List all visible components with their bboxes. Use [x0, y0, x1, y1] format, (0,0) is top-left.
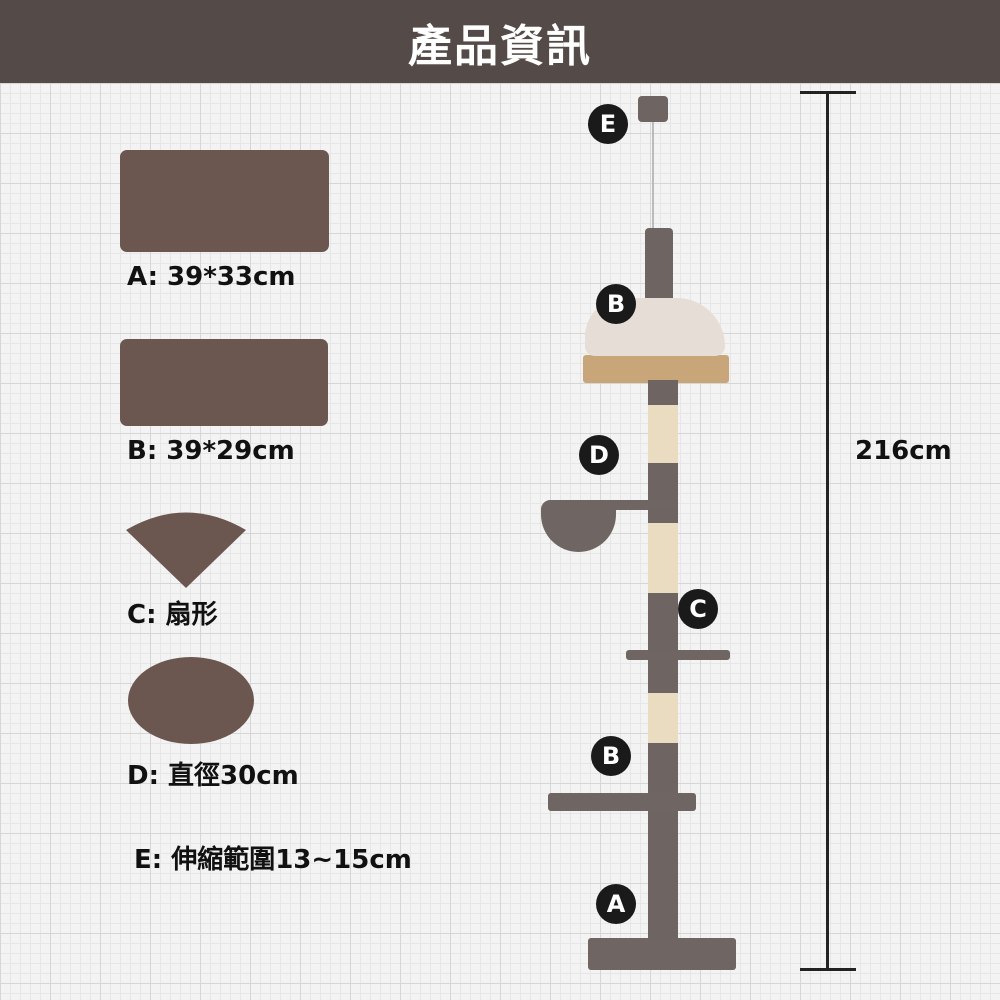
sisal-segment — [648, 405, 678, 463]
part-b-label: B: 39*29cm — [127, 436, 295, 466]
height-label: 216cm — [855, 436, 952, 466]
badge-b-top: B — [596, 284, 636, 324]
basket-arm — [600, 500, 677, 510]
base-a — [588, 938, 736, 970]
page-title: 產品資訊 — [408, 20, 592, 72]
badge-c: C — [678, 589, 718, 629]
badge-b-lower: B — [591, 736, 631, 776]
badge-a: A — [596, 884, 636, 924]
part-c-label: C: 扇形 — [127, 600, 218, 630]
part-a-label: A: 39*33cm — [127, 262, 296, 292]
top-cap — [638, 96, 668, 122]
part-e-label: E: 伸縮範圍13~15cm — [134, 845, 412, 875]
platform-b-top — [583, 355, 729, 383]
sisal-segment — [648, 523, 678, 593]
sisal-segment — [648, 693, 678, 743]
platform-b-lower — [548, 793, 696, 811]
header-bar: 產品資訊 — [0, 0, 1000, 83]
post-segment — [648, 593, 678, 693]
part-b-shape — [120, 339, 328, 426]
dimension-cap-bottom — [800, 968, 856, 971]
platform-c — [626, 650, 730, 660]
badge-d: D — [579, 435, 619, 475]
post-segment — [648, 463, 678, 523]
post-segment — [648, 743, 678, 943]
badge-e: E — [588, 104, 628, 144]
dimension-line — [826, 91, 829, 971]
part-d-circle-shape — [128, 657, 254, 744]
spring-rod — [652, 122, 654, 230]
post-segment — [648, 380, 678, 405]
part-c-fan-shape — [126, 512, 246, 588]
part-d-label: D: 直徑30cm — [127, 761, 299, 791]
part-a-shape — [120, 150, 329, 252]
